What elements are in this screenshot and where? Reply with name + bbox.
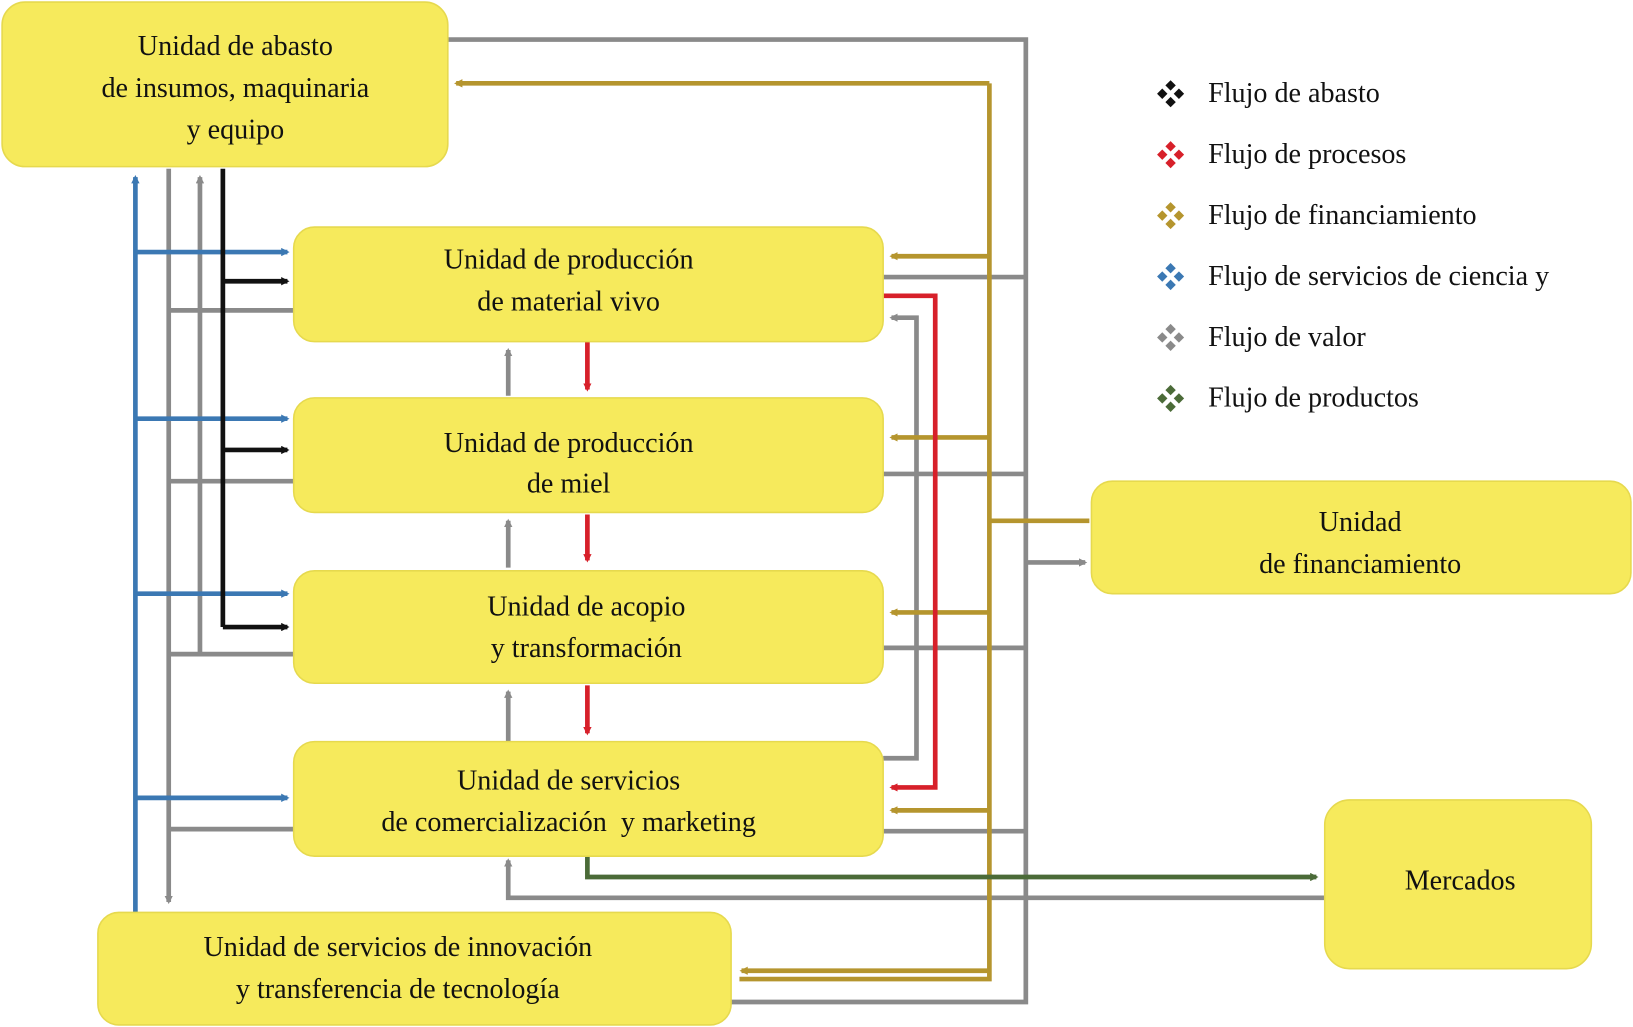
legend-item-valor: Flujo de valor [1157,322,1366,353]
unit-innovacion-line-1: Unidad de servicios de innovación [203,932,592,963]
productos-arrow-comercializacion-to-mercados [585,854,1319,882]
valor-arrow-mercados-to-comercializacion [504,858,1325,901]
legend-diamond-icon-valor [1157,323,1185,352]
unit-mercados-line-1: Mercados [1405,866,1516,897]
unit-comercializacion-line-2: de comercialización y marketing [381,807,756,838]
unit-miel: Unidad de producción de miel [292,397,884,514]
unit-comercializacion: Unidad de servicios de comercialización … [292,740,884,857]
legend-diamond-icon-productos [1157,384,1185,412]
unit-innovacion: Unidad de servicios de innovación y tran… [97,911,732,1026]
legend-diamond-icon-abasto [1157,80,1185,108]
unit-acopio: Unidad de acopio y transformación [292,570,884,685]
legend-item-financiamiento: Flujo de financiamiento [1157,200,1477,231]
legend-label-procesos: Flujo de procesos [1208,139,1406,170]
unit-material-vivo: Unidad de producción de material vivo [292,226,884,343]
unit-miel-box [292,397,884,514]
legend-label-abasto: Flujo de abasto [1208,78,1380,109]
unit-innovacion-line-2: y transferencia de tecnología [236,974,560,1005]
unit-innovacion-box [97,911,732,1026]
unit-comercializacion-box [292,740,884,857]
unit-acopio-line-2: y transformación [491,633,682,664]
legend-label-productos: Flujo de productos [1208,383,1419,414]
unit-financiamiento-box [1090,480,1632,595]
unit-acopio-line-1: Unidad de acopio [487,592,685,623]
connectors [131,37,1325,1005]
legend-item-productos: Flujo de productos [1157,383,1419,414]
legend-diamond-icon-procesos [1157,141,1185,169]
valor-line-abasto-right-trunk [447,37,1029,1005]
procesos-line-material-vivo-to-comercializacion [883,293,938,792]
unit-mercados-box [1323,799,1593,970]
legend-item-servicios: Flujo de servicios de ciencia y [1157,261,1549,292]
unit-comercializacion-line-1: Unidad de servicios [457,766,680,797]
unit-abasto-line-1: Unidad de abasto [138,31,333,62]
legend-item-procesos: Flujo de procesos [1157,139,1406,170]
unit-financiamiento: Unidad de financiamiento [1090,480,1632,595]
unit-acopio-box [292,570,884,685]
legend-item-abasto: Flujo de abasto [1157,78,1380,109]
unit-financiamiento-line-1: Unidad [1319,507,1402,538]
unit-abasto-line-2: de insumos, maquinaria [101,73,369,104]
legend-diamond-icon-financiamiento [1157,202,1185,230]
unit-material-vivo-box [292,226,884,343]
unit-abasto-box [1,1,449,168]
unit-material-vivo-line-2: de material vivo [477,286,660,317]
financiamiento-arrow-to-abasto [456,83,992,982]
legend-label-servicios: Flujo de servicios de ciencia y [1208,261,1549,292]
unit-abasto-line-3: y equipo [187,115,285,146]
unit-material-vivo-line-1: Unidad de producción [444,245,694,276]
unit-abasto: Unidad de abasto de insumos, maquinaria … [1,1,449,168]
valor-arrow-comercializacion-to-material-vivo [883,313,919,761]
legend-label-valor: Flujo de valor [1208,322,1366,353]
unit-financiamiento-line-2: de financiamiento [1259,549,1461,580]
unit-mercados: Mercados [1323,799,1593,970]
legend-diamond-icon-servicios [1157,262,1185,291]
legend-label-financiamiento: Flujo de financiamiento [1208,200,1477,231]
unit-miel-line-2: de miel [527,469,611,500]
unit-miel-line-1: Unidad de producción [444,428,694,459]
